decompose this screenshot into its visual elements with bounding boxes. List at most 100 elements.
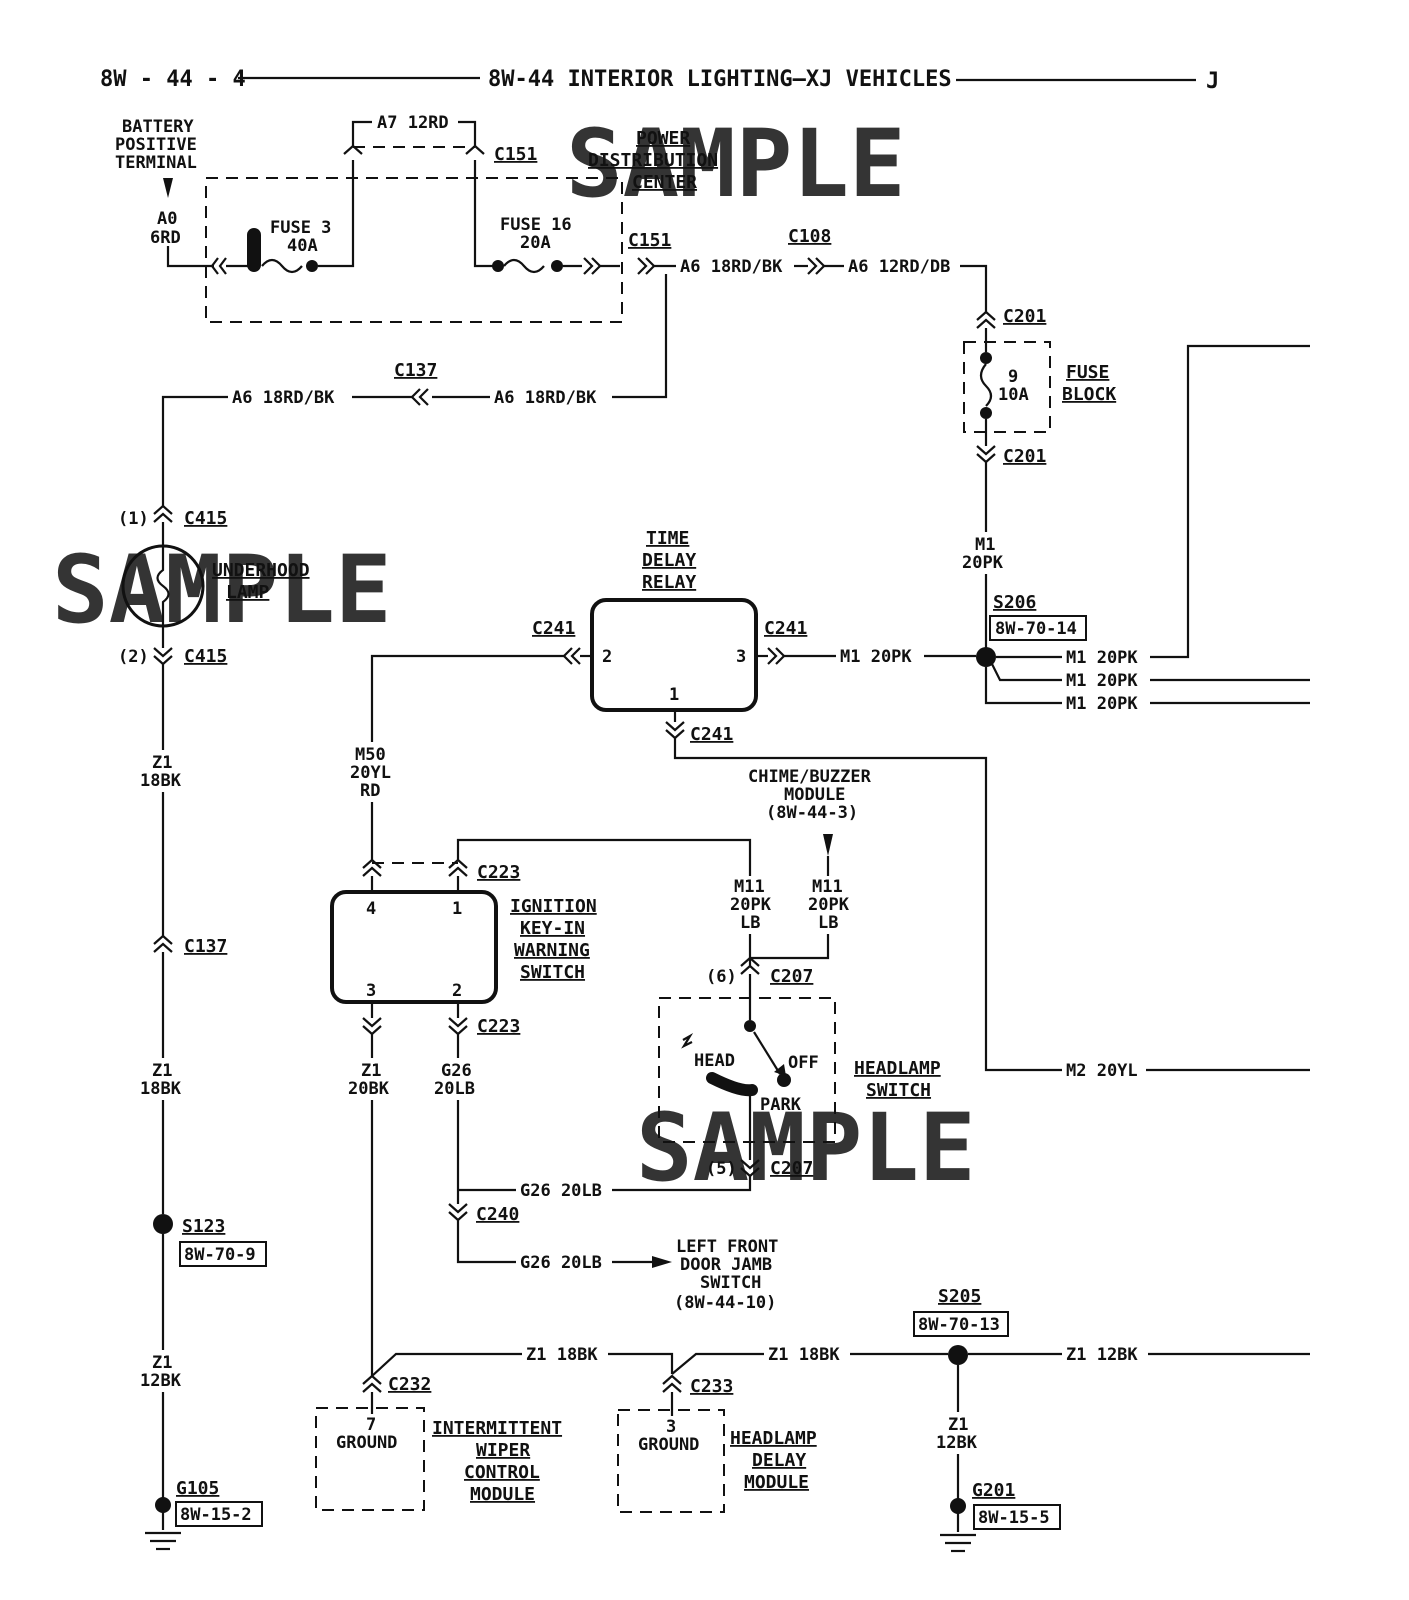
wire-label-g26-bottom: G26 20LB	[520, 1253, 602, 1273]
wire-label-g26-vert: G26	[441, 1061, 472, 1081]
headlamp-delay-label-2: DELAY	[752, 1450, 806, 1471]
time-delay-relay-label-2: DELAY	[642, 550, 696, 571]
wire-label-z1-18-b: Z1	[152, 1061, 172, 1081]
wire-label-m1-vert-color: 20PK	[962, 553, 1004, 573]
s206-splice	[976, 647, 996, 667]
page-title: 8W-44 INTERIOR LIGHTING—XJ VEHICLES	[488, 67, 952, 92]
wire-label-m11-left-color: 20PK	[730, 895, 772, 915]
headlamp-switch-label-1: HEADLAMP	[854, 1058, 941, 1079]
underhood-lamp-label-1: UNDERHOOD	[212, 560, 310, 581]
headlamp-switch-outline	[658, 997, 836, 1143]
fuse-9-number: 9	[1008, 367, 1018, 387]
ign-pin-3: 3	[366, 981, 376, 1001]
headlamp-switch-label-2: SWITCH	[866, 1080, 931, 1101]
pdc-outline	[205, 177, 623, 323]
wire-label-z1-12-b: Z1	[948, 1415, 968, 1435]
wire-label-a7: A7 12RD	[377, 113, 449, 133]
g201-label: G201	[972, 1480, 1015, 1501]
s205-splice	[948, 1345, 968, 1365]
c108-connector-label: C108	[788, 226, 831, 247]
headlamp-position-off: OFF	[788, 1053, 819, 1073]
chime-module-label-1: CHIME/BUZZER	[748, 767, 872, 787]
wire-label-m11-left-stripe: LB	[740, 913, 760, 933]
wire-label-m11-right: M11	[812, 877, 843, 897]
s205-label: S205	[938, 1286, 981, 1307]
left-door-switch-label-2: DOOR JAMB	[680, 1255, 772, 1275]
fuse-3-rating: 40A	[287, 236, 318, 256]
wire-label-m1-vert: M1	[975, 535, 995, 555]
wiper-module-label-2: WIPER	[476, 1440, 530, 1461]
wire-label-m2: M2 20YL	[1066, 1061, 1138, 1081]
c232-label: C232	[388, 1374, 431, 1395]
wire-label-z1-12-a: Z1	[152, 1353, 172, 1373]
wire-label-a6-18-left: A6 18RD/BK	[232, 388, 335, 408]
c241-bottom-label: C241	[690, 724, 733, 745]
pdc-label-1: POWER	[636, 128, 690, 149]
wire-label-m1-out-3: M1 20PK	[1066, 694, 1138, 714]
headlamp-park-contact	[706, 1072, 758, 1097]
c415-pin-2: (2)	[118, 647, 149, 667]
wiper-module-label-4: MODULE	[470, 1484, 535, 1505]
wire-label-z1-18-a: Z1	[152, 753, 172, 773]
svg-text:POSITIVE: POSITIVE	[115, 135, 197, 155]
wire-label-a0: A0	[157, 209, 177, 229]
ground-symbol-right	[940, 1533, 976, 1553]
c201-top-label: C201	[1003, 306, 1046, 327]
relay-pin-2: 2	[602, 647, 612, 667]
wire-label-m50: M50	[355, 745, 386, 765]
c415-pin-1: (1)	[118, 509, 149, 529]
pdc-label-2: DISTRIBUTION	[588, 150, 718, 171]
g105-label: G105	[176, 1478, 219, 1499]
c207-bottom-label: C207	[770, 1158, 813, 1179]
time-delay-relay-label-3: RELAY	[642, 572, 696, 593]
ignition-switch-box	[330, 890, 498, 1004]
headlamp-delay-pin-3: 3	[666, 1417, 676, 1437]
page-number: 8W - 44 - 4	[100, 67, 246, 92]
ignition-switch-label-4: SWITCH	[520, 962, 585, 983]
s206-ref: 8W-70-14	[995, 619, 1077, 639]
time-delay-relay-label-1: TIME	[646, 528, 689, 549]
c241-right-label: C241	[764, 618, 807, 639]
fuse-3-label: FUSE 3	[270, 218, 331, 238]
wire-label-z1-12-a-color: 12BK	[140, 1371, 182, 1391]
wire-label-z1-20-color: 20BK	[348, 1079, 390, 1099]
relay-pin-3: 3	[736, 647, 746, 667]
fuse-block-label-2: BLOCK	[1062, 384, 1116, 405]
c137-top-label: C137	[394, 360, 437, 381]
fuse-16-label: FUSE 16	[500, 215, 572, 235]
c240-label: C240	[476, 1204, 519, 1225]
watermark-left: SAMPLE	[52, 536, 392, 645]
c415-top-label: C415	[184, 508, 227, 529]
g105-ground-point	[155, 1497, 171, 1513]
fuse-3-element	[247, 228, 261, 272]
left-door-switch-label-1: LEFT FRONT	[676, 1237, 778, 1257]
headlamp-delay-label-3: MODULE	[744, 1472, 809, 1493]
g201-ref: 8W-15-5	[978, 1508, 1050, 1528]
wire-label-z1-12-b-color: 12BK	[936, 1433, 978, 1453]
wire-label-z1-20: Z1	[361, 1061, 381, 1081]
wire-label-z1-18-b-color: 18BK	[140, 1079, 182, 1099]
c207-pin-5: (5)	[706, 1159, 737, 1179]
c151-connector-label-2: C151	[628, 230, 671, 251]
wire-label-z1-18-a-color: 18BK	[140, 771, 182, 791]
headlamp-delay-ground: GROUND	[638, 1435, 699, 1455]
wire-label-g26-top: G26 20LB	[520, 1181, 602, 1201]
wire-label-g26-vert-color: 20LB	[434, 1079, 475, 1099]
fuse-block-outline	[963, 341, 1051, 433]
s123-label: S123	[182, 1216, 225, 1237]
c207-top-label: C207	[770, 966, 813, 987]
c223-top-label: C223	[477, 862, 520, 883]
g201-ground-point	[950, 1498, 966, 1514]
svg-text:TERMINAL: TERMINAL	[115, 153, 197, 173]
c151-connector-label: C151	[494, 144, 537, 165]
wire-label-m1-relay: M1 20PK	[840, 647, 912, 667]
ignition-switch-label-1: IGNITION	[510, 896, 597, 917]
c415-bottom-label: C415	[184, 646, 227, 667]
s123-ref: 8W-70-9	[184, 1245, 256, 1265]
fuse-16-rating: 20A	[520, 233, 551, 253]
wiper-module-label-3: CONTROL	[464, 1462, 540, 1483]
chime-module-label-3: (8W-44-3)	[766, 803, 858, 823]
wiper-module-ground: GROUND	[336, 1433, 397, 1453]
ground-symbol-left	[145, 1531, 181, 1551]
c223-bottom-label: C223	[477, 1016, 520, 1037]
